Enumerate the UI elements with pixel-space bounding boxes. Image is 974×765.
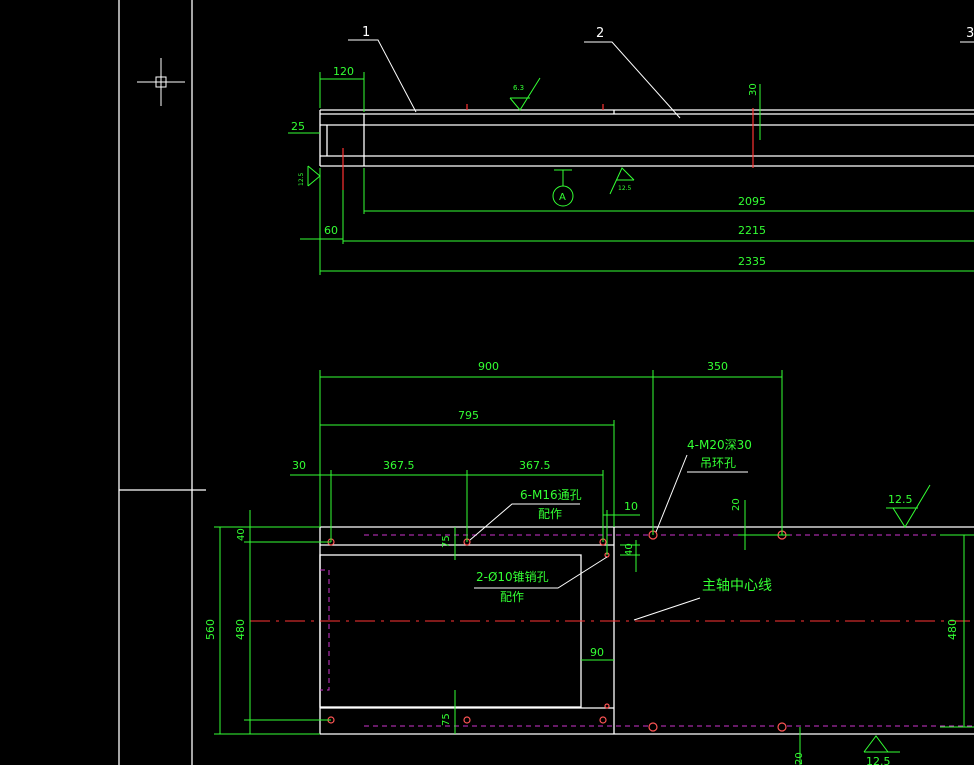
note-m20-sub: 吊环孔: [700, 456, 736, 470]
dim-2095: 2095: [738, 195, 766, 208]
roughness-symbol-left-icon: [307, 165, 321, 187]
plan-holes: [327, 530, 787, 732]
hole-pin-2: [604, 703, 610, 709]
dim-60: 60: [324, 224, 338, 237]
dim-20-bottom: 20: [794, 752, 805, 765]
roughness-6-3: 6.3: [513, 84, 524, 92]
dim-480-right: 480: [946, 619, 959, 640]
dim-367-5-b: 367.5: [519, 459, 551, 472]
frame-lines: [118, 0, 206, 765]
roughness-12-5-left: 12.5: [298, 172, 305, 186]
dim-30-top: 30: [748, 83, 759, 96]
datum-label: A: [559, 192, 566, 203]
roughness-symbol-plan-bottom-icon: [863, 735, 900, 753]
roughness-12-5-plan-top: 12.5: [888, 493, 913, 506]
dim-795: 795: [458, 409, 479, 422]
dim-20-top: 20: [731, 498, 742, 511]
datum-icon: [552, 169, 574, 207]
balloon-leaders: [348, 39, 974, 119]
dim-40-right: 40: [624, 543, 635, 556]
plan-hidden-lines: [320, 534, 974, 727]
plan-outline: [319, 526, 974, 735]
note-main-axis: 主轴中心线: [702, 578, 772, 594]
roughness-12-5-plan-bottom: 12.5: [866, 755, 891, 765]
balloon-1: 1: [362, 25, 370, 40]
dim-25: 25: [291, 120, 305, 133]
note-pin-sub: 配作: [500, 590, 524, 604]
elevation-dimension-lines: [288, 72, 974, 275]
dim-75-bottom: 75: [441, 713, 452, 726]
balloon-3: 3: [966, 26, 974, 41]
note-m16-holes: 6-M16通孔: [520, 488, 582, 502]
crosshair-cursor-icon: [137, 58, 185, 106]
dim-480-left: 480: [234, 619, 247, 640]
balloon-2: 2: [596, 26, 604, 41]
dim-30-plan: 30: [292, 459, 306, 472]
roughness-symbol-mid-icon: [609, 167, 635, 195]
elevation-outline: [319, 109, 974, 167]
dim-75-top: 75: [441, 535, 452, 548]
dim-120: 120: [333, 65, 354, 78]
hole-m16-5: [463, 716, 471, 724]
plan-leaders: [469, 454, 748, 621]
dim-2215: 2215: [738, 224, 766, 237]
hole-m20-4: [777, 722, 787, 732]
dim-900: 900: [478, 360, 499, 373]
dim-367-5-a: 367.5: [383, 459, 415, 472]
hole-m16-6: [599, 716, 607, 724]
dim-350: 350: [707, 360, 728, 373]
note-m20-holes: 4-M20深30: [687, 438, 752, 452]
dim-40-left: 40: [236, 528, 247, 541]
note-m16-sub: 配作: [538, 507, 562, 521]
dim-90: 90: [590, 646, 604, 659]
roughness-symbol-icon: [509, 77, 541, 111]
note-pin-holes: 2-Ø10锥销孔: [476, 570, 549, 584]
elevation-red-marks: [342, 104, 754, 190]
roughness-symbol-plan-top-icon: [886, 484, 931, 528]
roughness-12-5-mid: 12.5: [618, 185, 632, 192]
plan-dimension-lines: [214, 370, 974, 765]
dim-560: 560: [204, 619, 217, 640]
dim-2335: 2335: [738, 255, 766, 268]
hole-m20-3: [648, 722, 658, 732]
dim-10: 10: [624, 500, 638, 513]
